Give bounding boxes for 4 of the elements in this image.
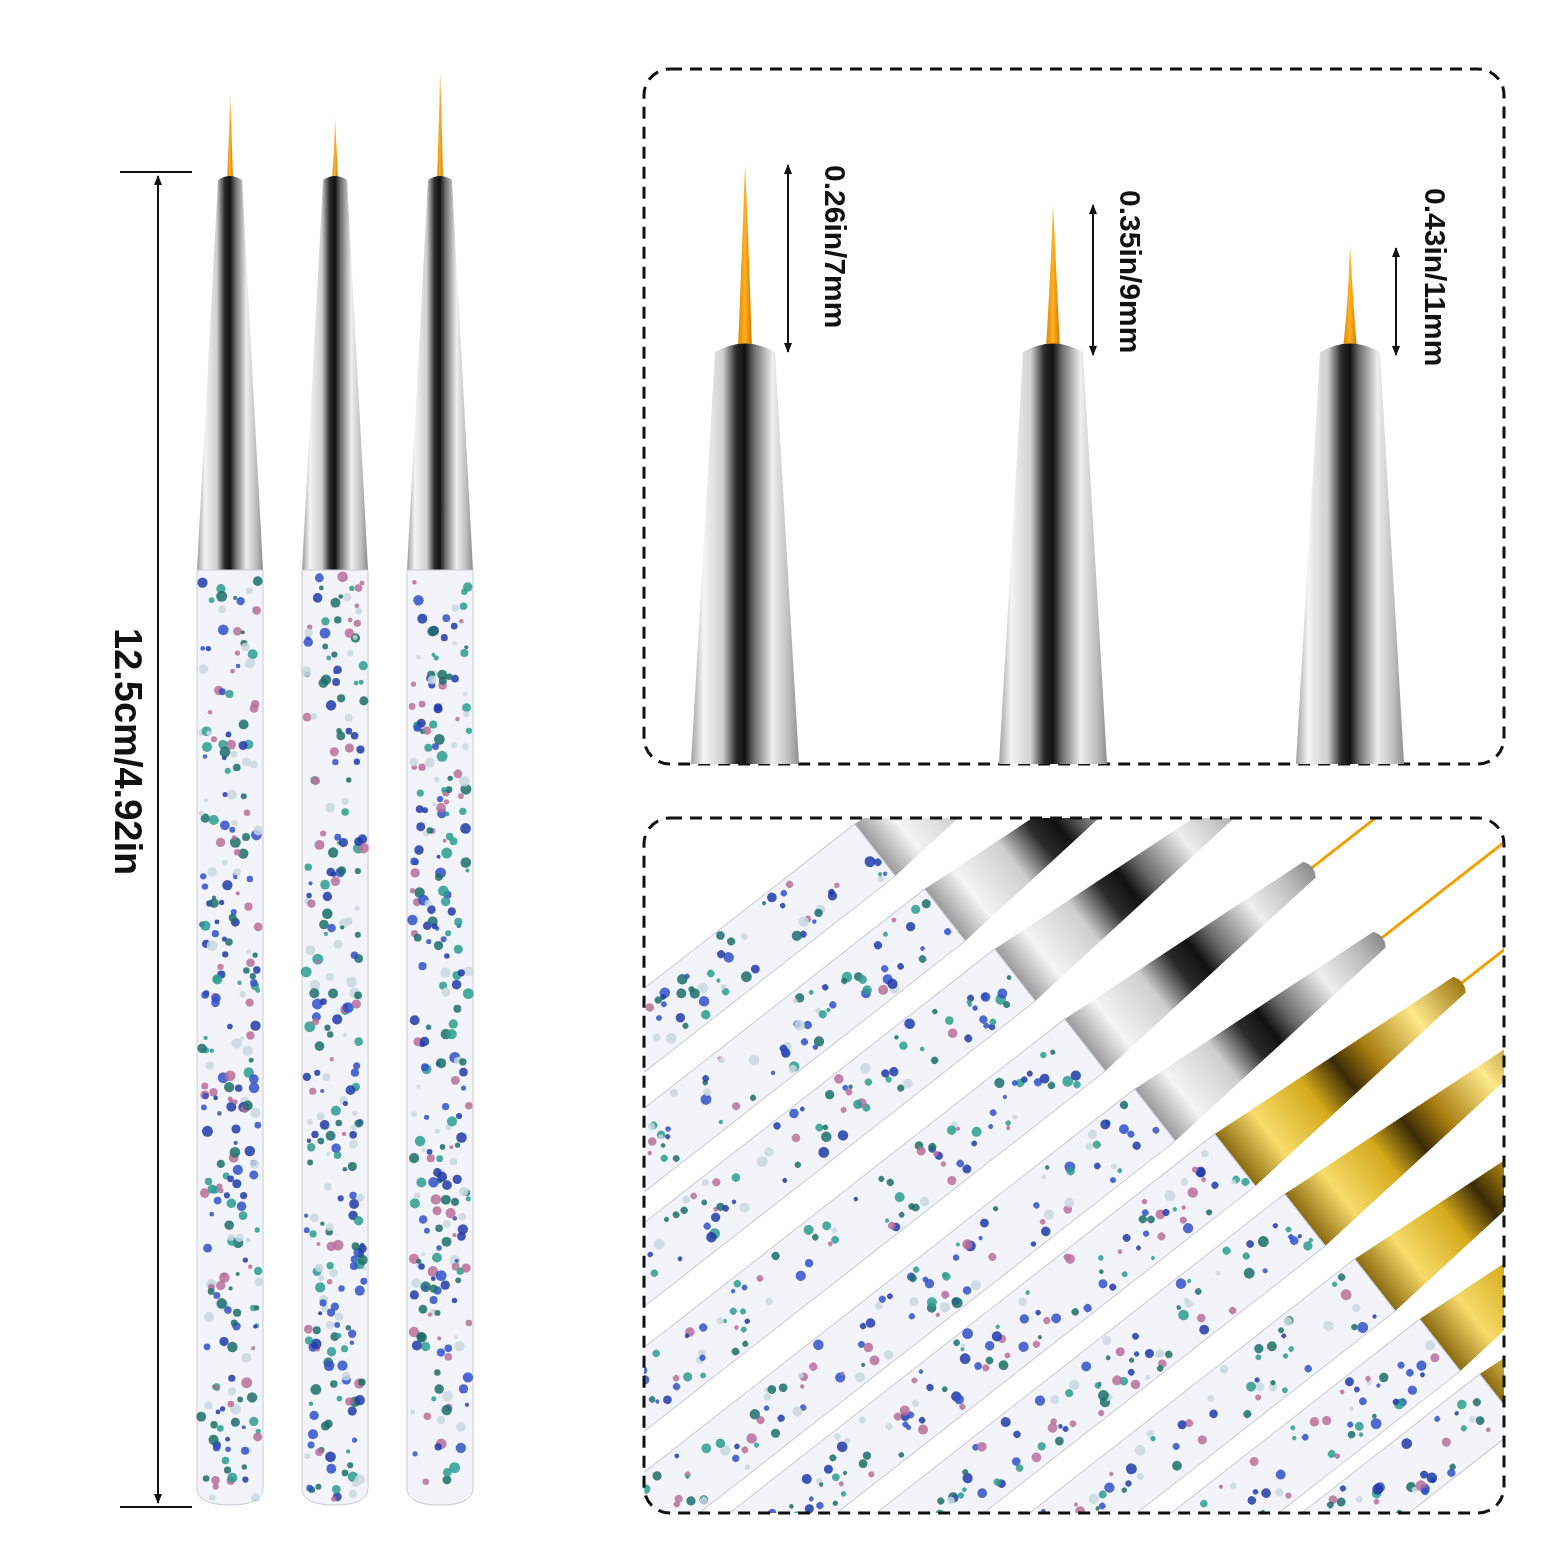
dimension-label: 12.5cm/4.92in [109, 628, 147, 876]
dimension-label: 0.43in/11mm [1420, 188, 1450, 367]
dimension-label: 0.35in/9mm [1115, 190, 1145, 354]
dimension-label: 0.26in/7mm [820, 165, 850, 329]
